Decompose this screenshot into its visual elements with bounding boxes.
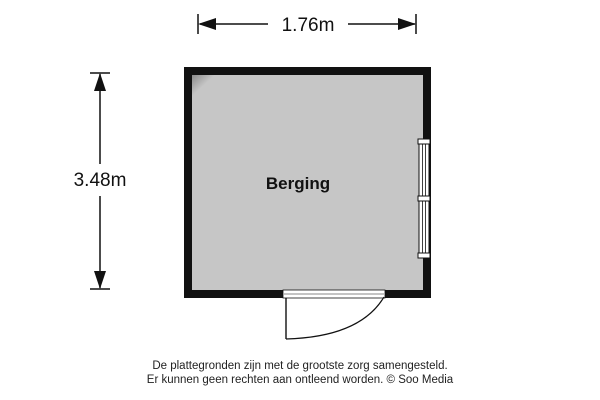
window-mullion-bottom [417,252,431,259]
room-label-berging: Berging [266,174,330,193]
window-right-wall [417,138,431,259]
height-arrow-top [94,73,106,91]
disclaimer-line-2: Er kunnen geen rechten aan ontleend word… [146,374,454,386]
height-dimension-label: 3.48m [74,170,127,191]
width-arrow-right [398,18,416,30]
window-mullion-middle [417,195,431,202]
width-dimension-label: 1.76m [282,15,335,36]
width-arrow-left [198,18,216,30]
room-berging: Berging [184,67,431,298]
disclaimer-line-1: De plattegronden zijn met de grootste zo… [152,360,448,372]
door-swing-arc [285,296,385,340]
window-mullion-top [417,138,431,145]
room-floor [192,75,423,290]
height-dimension: 3.48m [74,72,127,290]
width-dimension: 1.76m [197,14,417,36]
height-arrow-bottom [94,271,106,289]
door-bottom-wall [282,289,386,340]
